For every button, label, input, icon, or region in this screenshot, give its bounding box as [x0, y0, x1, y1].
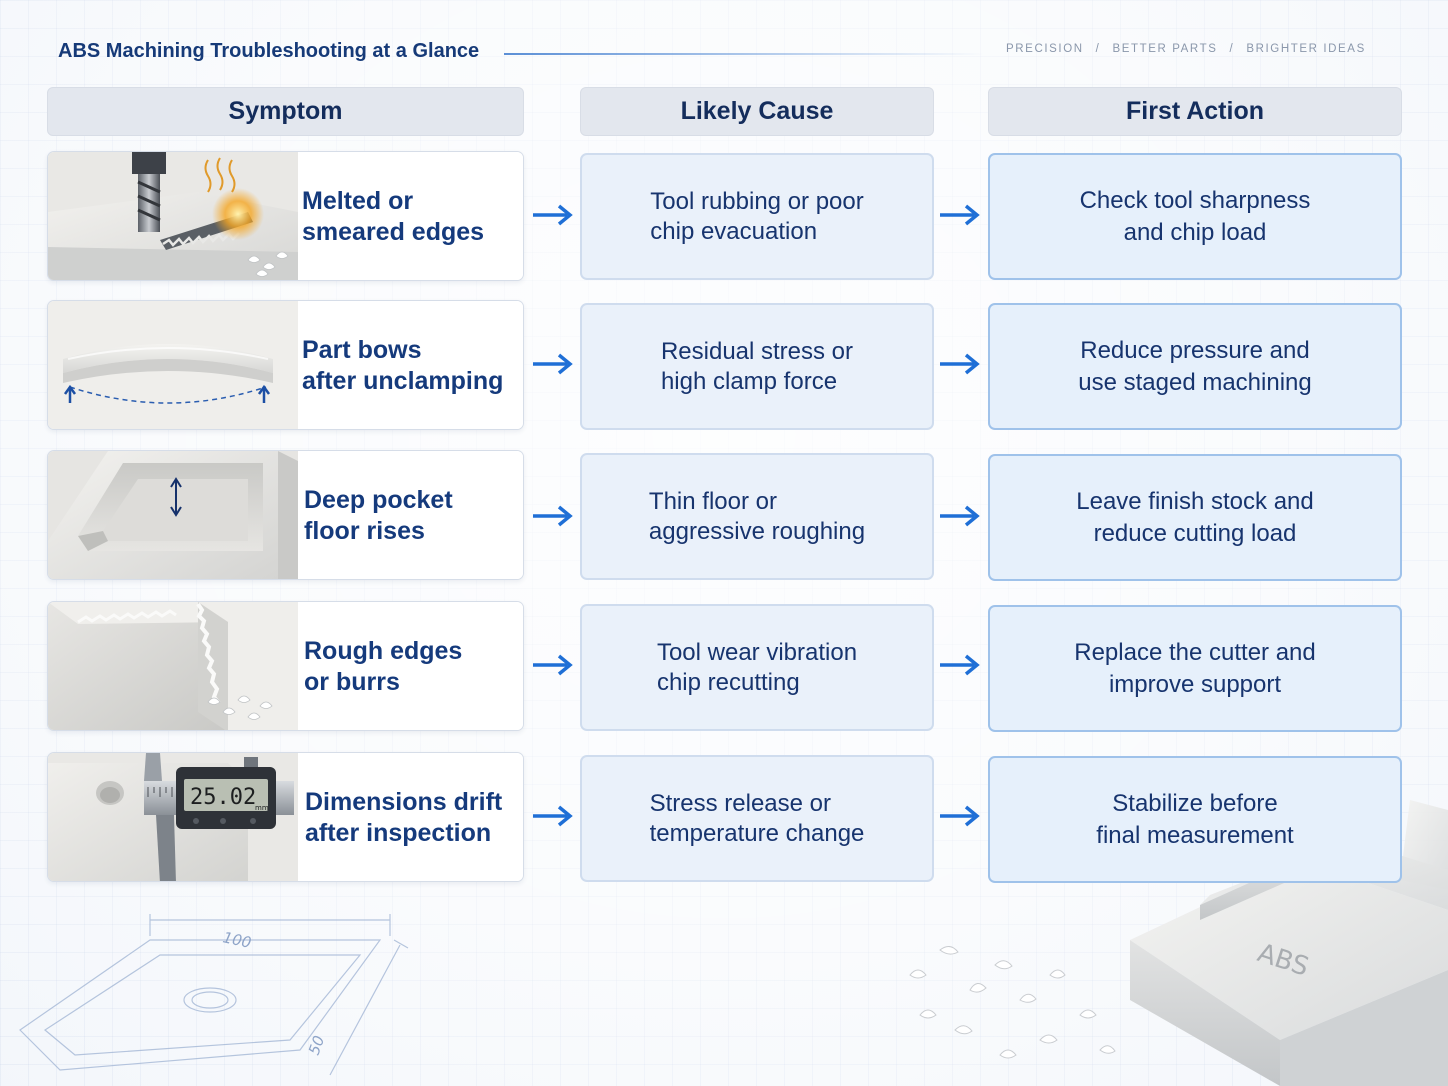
symptom-line: after inspection: [305, 819, 492, 847]
arrow-right-icon: [531, 504, 575, 528]
column-header-cause: Likely Cause: [580, 87, 934, 136]
action-line: Reduce pressure and: [1080, 336, 1310, 364]
symptom-text: Deep pocket floor rises: [304, 451, 523, 579]
cause-card-stress-release: Stress release or temperature change: [580, 755, 934, 882]
cause-card-tool-rubbing: Tool rubbing or poor chip evacuation: [580, 153, 934, 280]
melted-edges-illustration: [48, 152, 298, 280]
symptom-text: Rough edges or burrs: [304, 602, 523, 730]
symptom-text: Part bows after unclamping: [302, 301, 523, 429]
deep-pocket-illustration: [48, 451, 298, 579]
abs-blocks-decoration: ABS: [909, 800, 1448, 1086]
tagline-item: PRECISION: [1006, 43, 1084, 55]
cause-line: high clamp force: [660, 367, 838, 395]
symptom-line: after unclamping: [302, 367, 504, 395]
symptom-card-melted-edges: Melted or smeared edges: [47, 151, 524, 281]
header-divider: [504, 53, 984, 55]
cause-line: chip recutting: [656, 668, 800, 696]
tagline-separator: /: [1095, 43, 1101, 55]
cause-line: Tool wear vibration: [656, 638, 858, 666]
cause-line: aggressive roughing: [648, 517, 866, 545]
arrow-right-icon: [938, 203, 982, 227]
caliper-unit: mm: [255, 804, 269, 812]
arrow-right-icon: [531, 804, 575, 828]
arrow-right-icon: [938, 504, 982, 528]
tagline-separator: /: [1229, 43, 1235, 55]
action-card-stabilize: Stabilize before final measurement: [988, 756, 1402, 883]
action-card-leave-finish-stock: Leave finish stock and reduce cutting lo…: [988, 454, 1402, 581]
column-header-action: First Action: [988, 87, 1402, 136]
action-card-replace-cutter: Replace the cutter and improve support: [988, 605, 1402, 732]
symptom-card-rough-edges: Rough edges or burrs: [47, 601, 524, 731]
action-line: improve support: [1108, 670, 1282, 698]
cause-card-residual-stress: Residual stress or high clamp force: [580, 303, 934, 430]
symptom-card-part-bows: Part bows after unclamping: [47, 300, 524, 430]
part-bows-illustration: [48, 301, 298, 429]
cause-line: Stress release or: [649, 789, 831, 817]
blueprint-dim-width: 100: [221, 928, 253, 952]
cause-line: Thin floor or: [648, 487, 777, 515]
rough-edges-illustration: [48, 602, 298, 730]
caliper-illustration: 25.02 mm: [48, 753, 298, 881]
action-line: final measurement: [1096, 821, 1294, 849]
symptom-text: Dimensions drift after inspection: [305, 753, 523, 881]
arrow-right-icon: [531, 653, 575, 677]
symptom-line: Dimensions drift: [305, 788, 503, 816]
symptom-card-dimensions-drift: 25.02 mm Dimensions drift after inspecti…: [47, 752, 524, 882]
cause-line: chip evacuation: [650, 217, 818, 245]
action-line: Check tool sharpness: [1079, 186, 1311, 214]
arrow-right-icon: [531, 352, 575, 376]
page-title: ABS Machining Troubleshooting at a Glanc…: [58, 40, 480, 62]
symptom-line: Deep pocket: [304, 486, 453, 514]
symptom-line: smeared edges: [302, 218, 485, 246]
symptom-line: floor rises: [304, 517, 425, 545]
action-line: and chip load: [1123, 218, 1267, 246]
caliper-reading: 25.02: [190, 785, 256, 810]
symptom-text: Melted or smeared edges: [302, 152, 523, 280]
action-line: reduce cutting load: [1093, 519, 1297, 547]
action-card-check-tool: Check tool sharpness and chip load: [988, 153, 1402, 280]
action-line: Leave finish stock and: [1076, 487, 1314, 515]
tagline: PRECISION / BETTER PARTS / BRIGHTER IDEAS: [1006, 43, 1366, 55]
action-line: Stabilize before: [1112, 789, 1278, 817]
symptom-line: or burrs: [304, 668, 400, 696]
symptom-line: Melted or: [302, 187, 414, 215]
symptom-card-deep-pocket: Deep pocket floor rises: [47, 450, 524, 580]
arrow-right-icon: [531, 203, 575, 227]
tagline-item: BRIGHTER IDEAS: [1246, 43, 1366, 55]
tagline-item: BETTER PARTS: [1112, 43, 1218, 55]
action-line: Replace the cutter and: [1074, 638, 1316, 666]
cause-card-thin-floor: Thin floor or aggressive roughing: [580, 453, 934, 580]
cause-line: temperature change: [649, 819, 865, 847]
symptom-line: Rough edges: [304, 637, 463, 665]
cause-line: Tool rubbing or poor: [650, 187, 864, 215]
cause-line: Residual stress or: [660, 337, 854, 365]
arrow-right-icon: [938, 352, 982, 376]
cause-card-tool-wear: Tool wear vibration chip recutting: [580, 604, 934, 731]
column-header-symptom: Symptom: [47, 87, 524, 136]
blueprint-drawing: 100 50: [19, 914, 409, 1076]
arrow-right-icon: [938, 653, 982, 677]
blueprint-dim-height: 50: [305, 1033, 328, 1057]
action-card-reduce-pressure: Reduce pressure and use staged machining: [988, 303, 1402, 430]
symptom-line: Part bows: [302, 336, 422, 364]
arrow-right-icon: [938, 804, 982, 828]
action-line: use staged machining: [1078, 368, 1312, 396]
